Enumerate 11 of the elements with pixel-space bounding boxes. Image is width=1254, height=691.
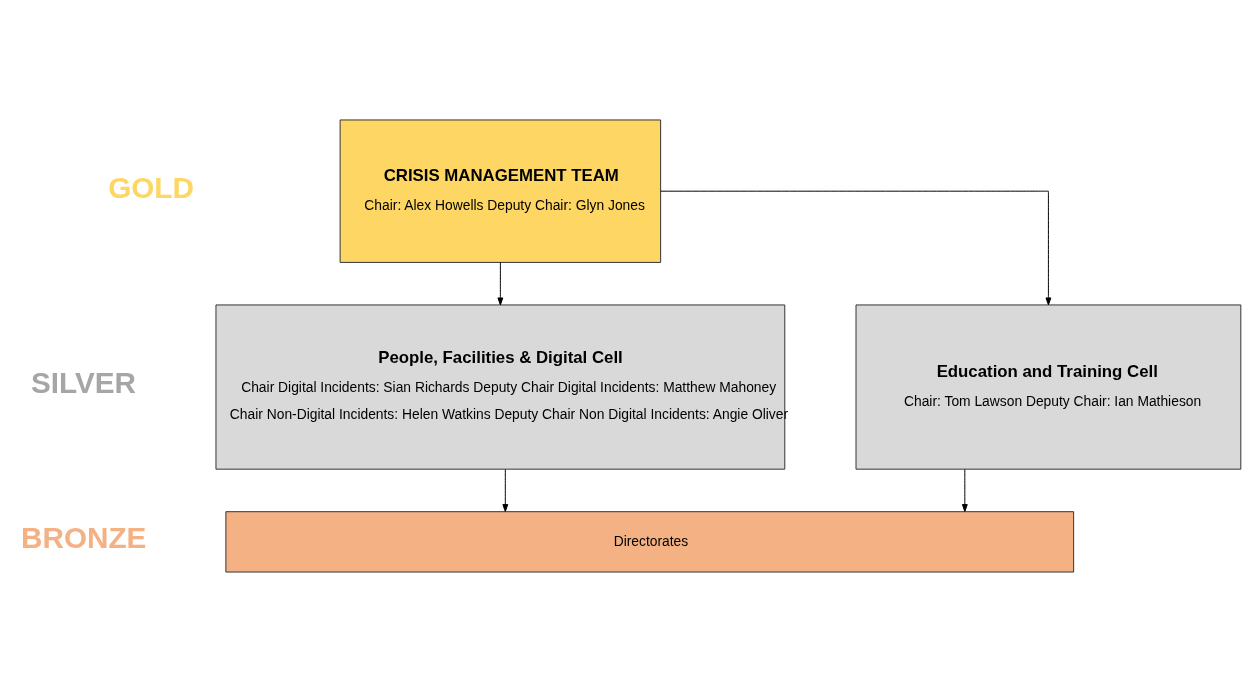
arrow (961, 468, 968, 512)
label: GOLD (108, 170, 194, 204)
node-box: People, Facilities & Digital Cell Chair Digital Incidents: Sian Richards Deputy Chair Digital Incidents: Matthew Mahoney Chair Non-Digital Incidents: Helen Watkins Deputy Chair Non Digital Incidents: Angie Oliver (215, 303, 786, 470)
arrow (502, 468, 509, 512)
label: SILVER (30, 365, 136, 399)
node-box: Education and Training Cell Chair: Tom Lawson Deputy Chair: Ian Mathieson (855, 303, 1242, 470)
arrow (660, 190, 1052, 305)
label: BRONZE (21, 520, 147, 554)
arrow (497, 261, 504, 305)
node-box: Directorates (225, 510, 1075, 573)
node-box: CRISIS MANAGEMENT TEAM Chair: Alex Howells Deputy Chair: Glyn Jones (339, 118, 662, 263)
